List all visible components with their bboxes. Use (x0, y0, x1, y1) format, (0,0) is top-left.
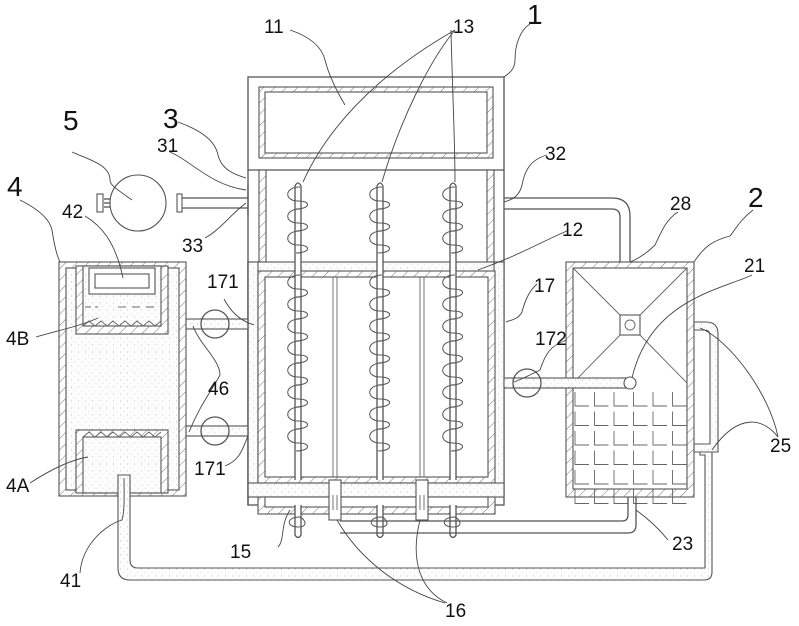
connection-pipe-upper (185, 309, 249, 339)
grid-cell (633, 431, 648, 446)
grid-cell (652, 431, 667, 446)
grid-cell (633, 450, 648, 465)
valve-171-upper (200, 309, 230, 339)
label-4: 4 (7, 171, 23, 202)
label-11: 11 (264, 17, 284, 38)
grid-cell (633, 411, 648, 426)
label-3: 3 (163, 103, 179, 134)
pipe-172 (503, 368, 637, 398)
grid-cell (613, 489, 628, 504)
label-21: 21 (744, 256, 765, 277)
storage-tank (58, 261, 187, 497)
grid-cell (672, 392, 687, 407)
reference-labels: 11 13 1 3 5 31 33 4 42 32 28 2 12 21 171… (6, 0, 791, 622)
grid-cell (613, 450, 628, 465)
label-5: 5 (63, 105, 79, 136)
label-4A: 4A (6, 476, 30, 497)
grid-cell (574, 431, 589, 446)
main-reactor (247, 76, 505, 521)
label-171-lower: 171 (194, 459, 226, 480)
valve-171-lower (200, 416, 230, 446)
bottom-connector (328, 479, 342, 521)
label-25: 25 (770, 436, 791, 457)
grid-cell (652, 392, 667, 407)
grid-cell (652, 470, 667, 485)
grid-cell (633, 489, 648, 504)
grid-cell (672, 489, 687, 504)
reaction-chamber (247, 261, 505, 498)
grid-cell (574, 392, 589, 407)
grid-cell (672, 411, 687, 426)
grid-cell (594, 470, 609, 485)
grid-cell (594, 392, 609, 407)
label-4B: 4B (6, 329, 29, 350)
grid-cell (613, 411, 628, 426)
grid-cell (574, 489, 589, 504)
grid-cell (672, 470, 687, 485)
filter-grid (574, 392, 687, 504)
inlet-nozzle (623, 376, 637, 390)
grid-cell (613, 470, 628, 485)
spiral-heating-rod (287, 182, 308, 539)
label-1: 1 (527, 0, 543, 30)
grid-cell (652, 411, 667, 426)
top-chamber (258, 86, 494, 159)
grid-cell (574, 450, 589, 465)
grid-cell (652, 450, 667, 465)
label-41: 41 (60, 571, 81, 592)
grid-cell (672, 450, 687, 465)
grid-cell (594, 431, 609, 446)
label-16: 16 (445, 601, 466, 622)
label-31: 31 (157, 136, 178, 157)
label-32: 32 (545, 144, 566, 165)
label-12: 12 (562, 220, 583, 241)
bottom-outlet-pipe (340, 497, 637, 534)
grid-cell (594, 489, 609, 504)
gas-pipe (504, 197, 631, 262)
label-2: 2 (748, 182, 764, 213)
bottom-connector (415, 479, 429, 521)
grid-cell (633, 470, 648, 485)
gas-port-assembly (176, 185, 249, 215)
label-46: 46 (208, 379, 229, 400)
label-42: 42 (62, 202, 83, 223)
valve-172 (512, 368, 542, 398)
grid-cell (574, 470, 589, 485)
grid-cell (574, 411, 589, 426)
label-17: 17 (534, 276, 555, 297)
upper-compartment (75, 265, 169, 335)
outlet-pipe (117, 447, 713, 581)
grid-cell (672, 431, 687, 446)
leader-lines (19, 23, 779, 604)
label-171-upper: 171 (207, 272, 239, 293)
label-172: 172 (535, 329, 567, 350)
grid-cell (633, 392, 648, 407)
label-28: 28 (670, 194, 691, 215)
grid-cell (613, 431, 628, 446)
label-23: 23 (672, 534, 693, 555)
grid-cell (613, 392, 628, 407)
grid-cell (594, 450, 609, 465)
pump (96, 174, 167, 232)
side-return-pipe (693, 321, 719, 453)
grid-cell (594, 411, 609, 426)
heating-rods (287, 182, 463, 539)
label-15: 15 (230, 542, 251, 563)
label-33: 33 (182, 236, 203, 257)
connection-pipe-lower (185, 416, 249, 446)
label-13: 13 (453, 17, 474, 38)
grid-cell (652, 489, 667, 504)
